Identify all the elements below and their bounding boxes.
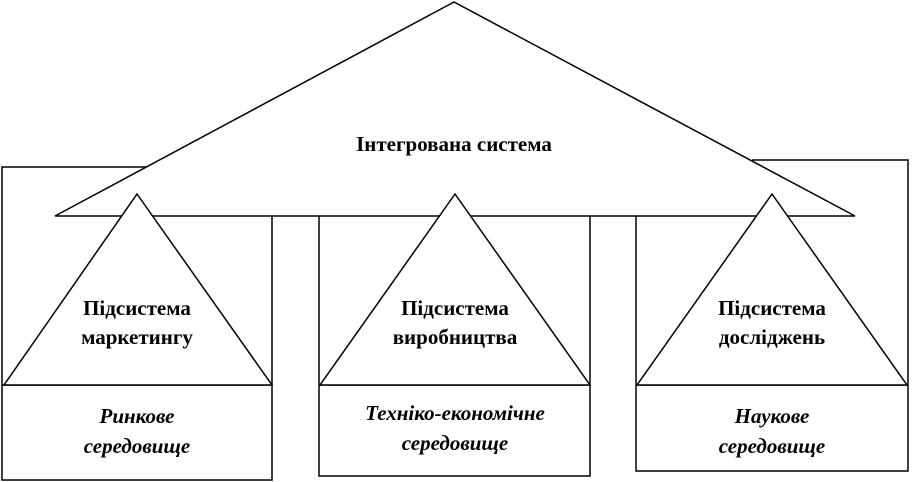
subsystem-marketing-title-1: Підсистема <box>83 296 191 320</box>
subsystem-production-title-2: виробництва <box>393 325 518 349</box>
subsystem-research-title-2: досліджень <box>719 325 825 349</box>
environment-techeconomic-label-1: Техніко-економічне <box>365 401 545 425</box>
integrated-system-label: Інтегрована система <box>356 132 552 156</box>
column-middle-frame <box>318 215 591 477</box>
subsystem-production-triangle <box>318 192 592 386</box>
column-left-frame <box>1 215 273 481</box>
subsystem-research-title-1: Підсистема <box>718 296 826 320</box>
subsystem-marketing-title-2: маркетингу <box>81 325 193 349</box>
subsystem-production-title-1: Підсистема <box>401 296 509 320</box>
integrated-system-triangle <box>54 1 856 217</box>
subsystem-research-triangle <box>635 192 909 386</box>
environment-techeconomic-label-2: середовище <box>402 431 508 455</box>
environment-market-label-2: середовище <box>84 434 190 458</box>
environment-market-label-1: Ринкове <box>99 404 175 428</box>
right-frame-line <box>752 159 909 385</box>
environment-scientific-label-1: Наукове <box>734 404 810 428</box>
left-frame-line <box>1 166 147 385</box>
environment-scientific-label-2: середовище <box>719 434 825 458</box>
column-right-frame <box>635 215 909 472</box>
subsystem-marketing-triangle <box>2 192 274 386</box>
